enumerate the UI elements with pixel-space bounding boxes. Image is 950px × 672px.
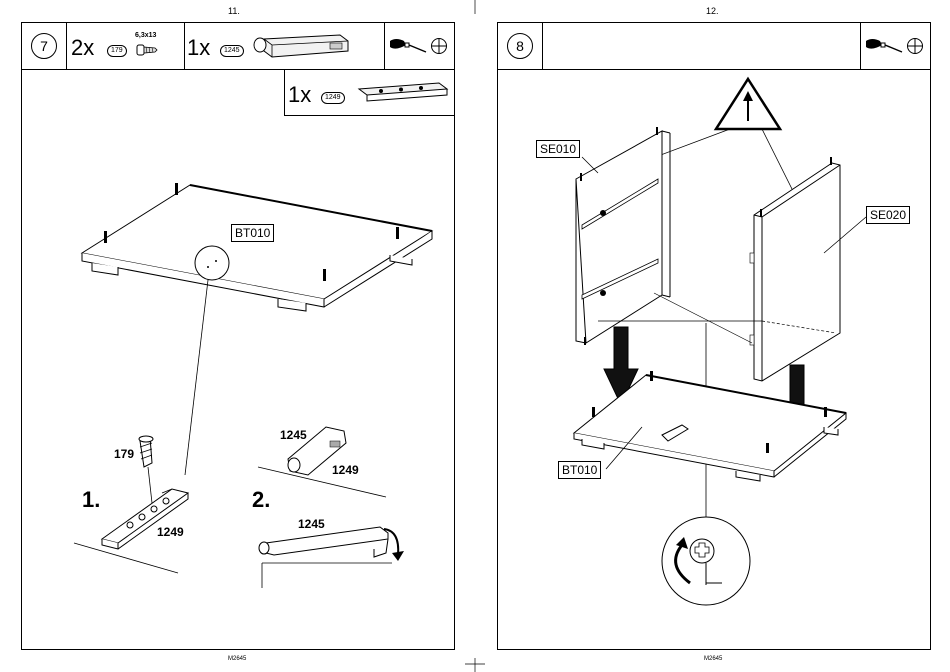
substep-2: 2. [252,487,270,513]
board-label: BT010 [231,224,274,242]
label-leaders [498,23,930,649]
footer-code-right: M2645 [704,656,722,662]
footer-code-left: M2645 [228,656,246,662]
screw-label: 179 [114,447,134,461]
substep-1: 1. [82,487,100,513]
catch-label: 1249 [157,525,184,539]
base-board-drawing [22,23,454,649]
rotate-arrow-icon [392,551,404,561]
instruction-page-left: 7 2x 179 6,3x13 1x 1245 [21,22,455,650]
latch-part-label: 1249 [332,463,359,477]
instruction-page-right: 8 [497,22,931,650]
latch-label-step2: 1245 [298,517,325,531]
latch-label-step1: 1245 [280,428,307,442]
